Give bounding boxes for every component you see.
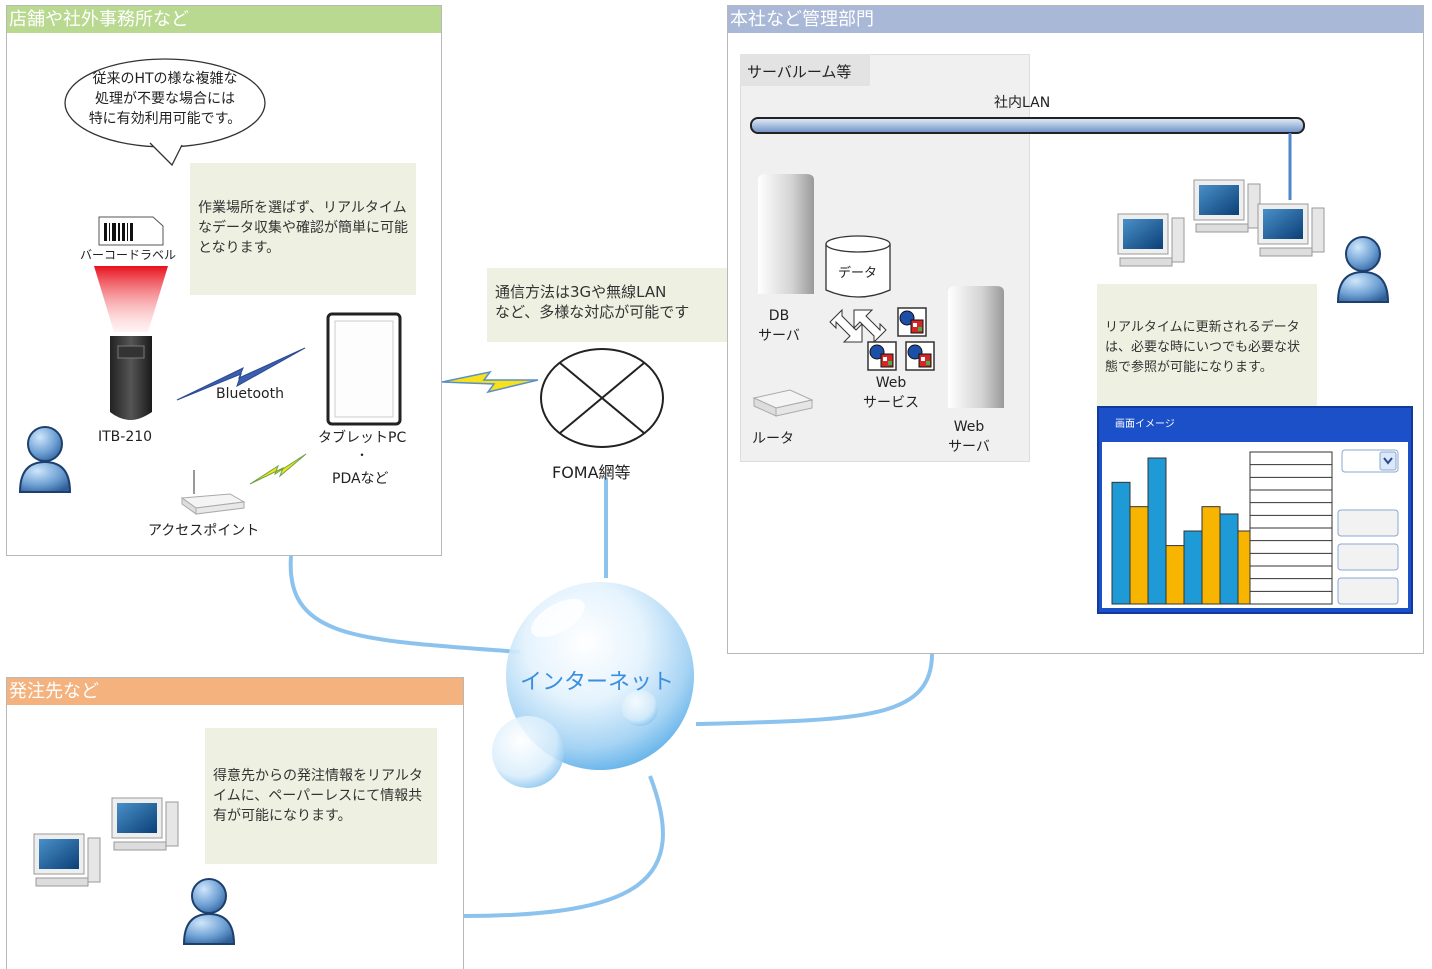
foma-label: FOMA網等	[552, 463, 631, 482]
db-server-label-line-1: DB	[768, 308, 790, 324]
app-icon-2	[867, 341, 897, 371]
internet-bubble-icon	[492, 582, 694, 788]
screen-button-1	[1337, 509, 1399, 537]
supplier-internet-link	[462, 775, 665, 918]
web-server-icon	[948, 286, 1004, 408]
supplier-panel-title: 発注先など	[7, 678, 463, 705]
web-service-label-line-2: サービス	[863, 395, 919, 411]
screen-button-3	[1337, 577, 1399, 605]
tablet-icon	[326, 312, 402, 426]
bar	[1183, 530, 1203, 605]
tablet-separator: ・	[356, 448, 369, 462]
hq-note: リアルタイムに更新されるデータは、必要な時にいつでも必要な状態で参照が可能になり…	[1097, 284, 1317, 410]
comm-note-line-1: 通信方法は3Gや無線LAN	[495, 283, 667, 301]
lightning-foma	[441, 370, 539, 394]
sync-arrows-icon	[829, 308, 887, 344]
store-note: 作業場所を選ばず、リアルタイムなデータ収集や確認が簡単に可能となります。	[190, 163, 416, 295]
computer-3	[1257, 203, 1325, 257]
wireless-signal-icon	[249, 453, 307, 485]
db-server-icon	[758, 174, 814, 294]
database-icon	[825, 235, 891, 298]
computer-1	[1193, 179, 1261, 233]
supplier-computers-icon	[33, 797, 179, 887]
web-service-icons	[867, 307, 935, 371]
screen-button-2	[1337, 543, 1399, 571]
router-icon	[752, 389, 814, 417]
speech-bubble-line-3: 特に有効利用可能です。	[88, 111, 242, 127]
hq-computers-icon	[1117, 179, 1325, 267]
supplier-note: 得意先からの発注情報をリアルタイムに、ペーパーレスにて情報共有が可能になります。	[205, 728, 437, 864]
bar	[1201, 506, 1221, 605]
supplier-user-icon	[182, 878, 236, 945]
app-icon-1	[897, 307, 927, 337]
dropdown-control	[1341, 449, 1399, 473]
web-server-label-line-2: サーバ	[948, 439, 990, 455]
bar	[1129, 506, 1149, 605]
lan-label: 社内LAN	[994, 95, 1051, 111]
device-label: ITB-210	[98, 429, 153, 445]
bluetooth-signal-icon	[176, 347, 306, 401]
server-room-tab	[740, 54, 870, 86]
comm-note-line-2: など、多様な対応が可能です	[495, 303, 690, 321]
screen-image-title: 画面イメージ	[1115, 419, 1175, 430]
bar	[1219, 513, 1239, 605]
web-server-label-line-1: Web	[953, 419, 985, 435]
app-icon-3	[905, 341, 935, 371]
bar	[1165, 545, 1185, 605]
router-label: ルータ	[752, 431, 794, 447]
foma-network-icon	[540, 348, 664, 448]
barcode-label-icon	[98, 216, 164, 246]
access-point-label: アクセスポイント	[148, 523, 260, 539]
hq-internet-link	[695, 653, 934, 726]
internet-label: インターネット	[520, 670, 675, 695]
pda-label: PDAなど	[332, 471, 389, 487]
speech-bubble-line-1: 従来のHTの様な複雑な	[92, 71, 238, 87]
comm-note: 通信方法は3Gや無線LAN など、多様な対応が可能です	[487, 268, 727, 342]
handheld-terminal-icon	[94, 266, 168, 420]
computer-b	[33, 833, 101, 887]
store-internet-link	[288, 555, 521, 654]
user-icon	[18, 426, 72, 493]
server-room-label: サーバルーム等	[747, 63, 852, 81]
computer-2	[1117, 213, 1185, 267]
bluetooth-label: Bluetooth	[216, 386, 284, 402]
bar-chart	[1111, 457, 1257, 605]
lan-bus-icon	[750, 117, 1305, 200]
db-server-label-line-2: サーバ	[758, 328, 800, 344]
hq-panel-title: 本社など管理部門	[728, 6, 1423, 33]
screen-image-content	[1111, 449, 1399, 605]
list-table	[1249, 451, 1333, 605]
hq-user-icon	[1336, 236, 1390, 303]
store-panel-title: 店舗や社外事務所など	[7, 6, 441, 33]
web-service-label-line-1: Web	[875, 375, 907, 391]
speech-bubble	[64, 58, 266, 167]
bar	[1147, 457, 1167, 605]
data-label: データ	[838, 266, 878, 281]
bar	[1111, 481, 1131, 605]
access-point-icon	[180, 470, 246, 515]
computer-a	[111, 797, 179, 851]
speech-bubble-line-2: 処理が不要な場合には	[95, 91, 235, 107]
barcode-label-text: バーコードラベル	[80, 248, 177, 262]
tablet-label: タブレットPC	[318, 430, 407, 446]
